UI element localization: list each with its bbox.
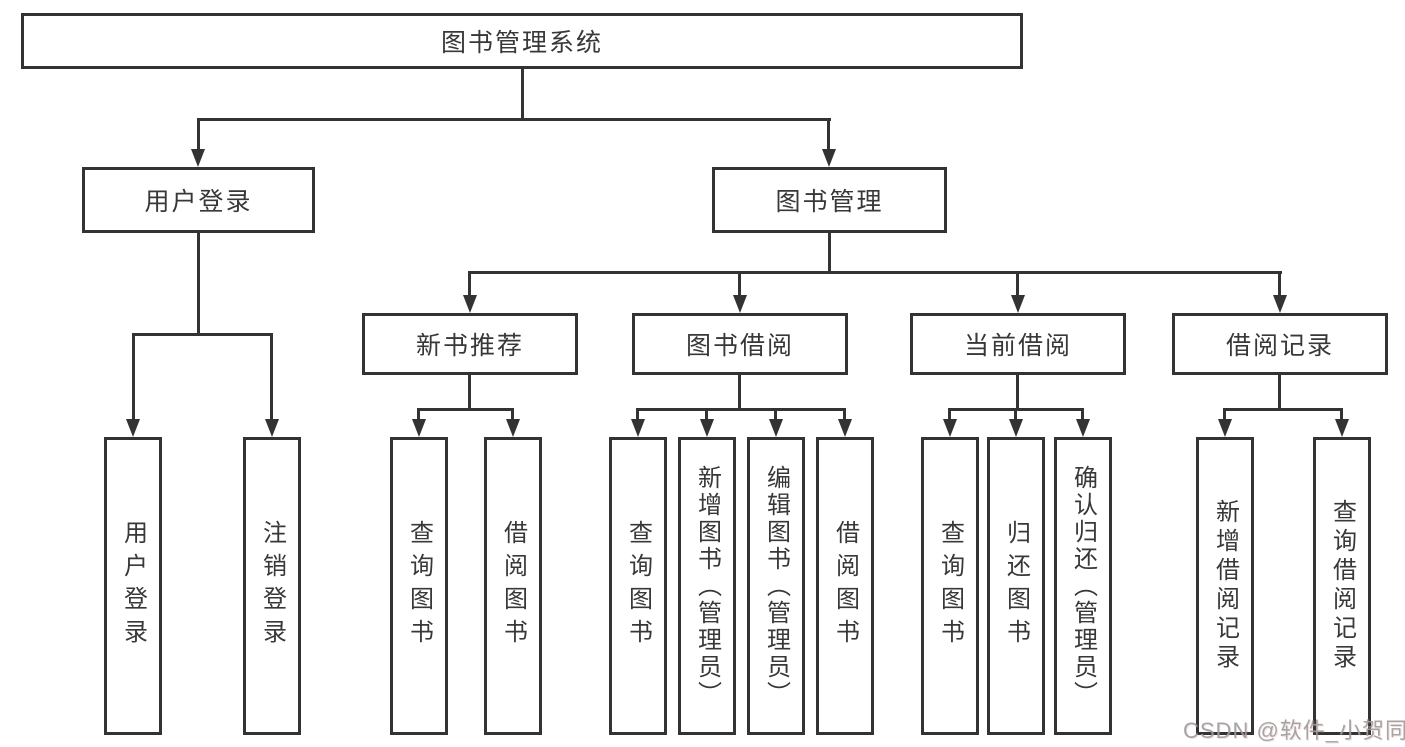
arrow-down-icon (1335, 419, 1349, 437)
leaf-query-books-3: 查询图书 (921, 437, 979, 735)
leaf-borrow-books-1: 借阅图书 (484, 437, 542, 735)
arrow-down-icon (1273, 295, 1287, 313)
connector-drop-user-leaf2 (270, 333, 273, 419)
leaf-confirm-return-admin: 确认归还（管理员） (1054, 437, 1112, 735)
leaf-add-borrow-record: 新增借阅记录 (1196, 437, 1254, 735)
connector-user-bar (132, 333, 273, 336)
node-current-borrow-label: 当前借阅 (963, 332, 1072, 360)
connector-drop-new-book (468, 271, 471, 297)
connector-g2-drop4 (843, 408, 846, 421)
arrow-down-icon (838, 419, 852, 437)
connector-g1-stem (468, 375, 471, 410)
connector-drop-book (827, 118, 830, 151)
connector-g2-stem (738, 375, 741, 410)
arrow-down-icon (463, 295, 477, 313)
arrow-down-icon (412, 419, 426, 437)
arrow-down-icon (265, 419, 279, 437)
arrow-down-icon (631, 419, 645, 437)
connector-g3-drop3 (1081, 408, 1084, 421)
arrow-down-icon (769, 419, 783, 437)
leaf-user-login: 用户登录 (104, 437, 162, 735)
node-current-borrow: 当前借阅 (910, 313, 1126, 375)
arrow-down-icon (822, 149, 836, 167)
connector-g4-stem (1278, 375, 1281, 410)
node-new-book-recommend-label: 新书推荐 (415, 332, 524, 360)
connector-g1-bar (418, 408, 514, 411)
connector-g2-drop3 (774, 408, 777, 421)
node-root-label: 图书管理系统 (440, 29, 603, 57)
connector-g2-drop1 (636, 408, 639, 421)
leaf-query-books-1: 查询图书 (390, 437, 448, 735)
arrow-down-icon (1218, 419, 1232, 437)
connector-g2-bar (637, 408, 846, 411)
leaf-return-books: 归还图书 (987, 437, 1045, 735)
connector-book-bar (469, 271, 1282, 274)
node-new-book-recommend: 新书推荐 (362, 313, 578, 375)
connector-root-bar (197, 118, 831, 121)
leaf-logout: 注销登录 (243, 437, 301, 735)
connector-g1-drop2 (511, 408, 514, 421)
connector-g3-drop2 (1014, 408, 1017, 421)
connector-g4-bar (1224, 408, 1343, 411)
arrow-down-icon (733, 295, 747, 313)
arrow-down-icon (1009, 419, 1023, 437)
node-borrow-record-label: 借阅记录 (1225, 332, 1334, 360)
connector-root-stem (521, 69, 524, 120)
node-user-login-label: 用户登录 (144, 188, 253, 216)
node-book-management: 图书管理 (712, 167, 947, 233)
connector-g3-drop1 (948, 408, 951, 421)
connector-g2-drop2 (705, 408, 708, 421)
arrow-down-icon (126, 419, 140, 437)
arrow-down-icon (943, 419, 957, 437)
connector-g3-stem (1016, 375, 1019, 410)
connector-g4-drop2 (1340, 408, 1343, 421)
arrow-down-icon (1011, 295, 1025, 313)
leaf-borrow-books-2: 借阅图书 (816, 437, 874, 735)
arrow-down-icon (506, 419, 520, 437)
connector-drop-book-borrow (738, 271, 741, 297)
leaf-add-books-admin: 新增图书（管理员） (678, 437, 736, 735)
arrow-down-icon (191, 149, 205, 167)
connector-drop-user (197, 118, 200, 151)
leaf-edit-books-admin: 编辑图书（管理员） (747, 437, 805, 735)
connector-book-stem (828, 233, 831, 273)
csdn-watermark: CSDN @软件_小贺同学 (1183, 718, 1405, 743)
node-borrow-record: 借阅记录 (1172, 313, 1388, 375)
node-book-borrow: 图书借阅 (632, 313, 848, 375)
node-root: 图书管理系统 (21, 13, 1023, 69)
connector-drop-user-leaf1 (132, 333, 135, 419)
connector-drop-borrow-record (1278, 271, 1281, 297)
node-book-management-label: 图书管理 (775, 188, 884, 216)
leaf-query-borrow-record: 查询借阅记录 (1313, 437, 1371, 735)
leaf-query-books-2: 查询图书 (609, 437, 667, 735)
node-book-borrow-label: 图书借阅 (685, 332, 794, 360)
connector-drop-current-borrow (1016, 271, 1019, 297)
connector-g4-drop1 (1223, 408, 1226, 421)
connector-user-stem (197, 233, 200, 333)
arrow-down-icon (700, 419, 714, 437)
connector-g1-drop1 (417, 408, 420, 421)
node-user-login: 用户登录 (82, 167, 315, 233)
arrow-down-icon (1076, 419, 1090, 437)
